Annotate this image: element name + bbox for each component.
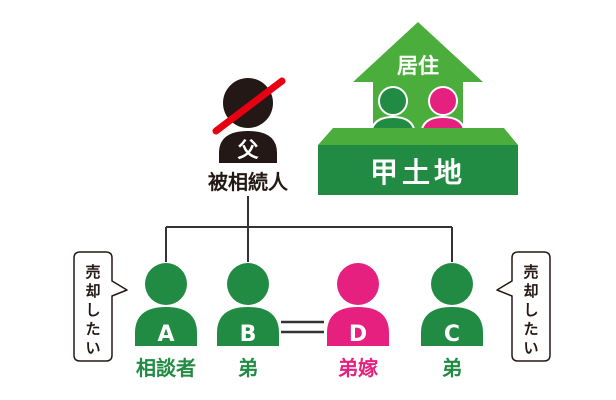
father-caption: 被相続人 — [208, 170, 289, 194]
father-figure: 父 被相続人 — [208, 77, 289, 194]
speech-left-char-4: た — [85, 320, 100, 338]
speech-bubble-right: 売 却 し た い — [496, 251, 551, 362]
family-tree-lines — [165, 196, 453, 262]
land-label: 甲土地 — [370, 156, 466, 189]
person-b-role: 弟 — [238, 356, 258, 380]
house-group: 居住 B D 甲土地 — [318, 22, 518, 195]
father-glyph: 父 — [238, 138, 260, 162]
land-top — [318, 128, 518, 145]
person-c: C 弟 — [421, 263, 483, 380]
house-roof-label: 居住 — [397, 54, 439, 78]
speech-bubble-left: 売 却 し た い — [73, 251, 128, 362]
person-b-letter: B — [240, 322, 257, 347]
speech-right-char-5: い — [523, 339, 538, 357]
land-body — [318, 145, 518, 195]
speech-right-char-3: し — [523, 301, 538, 319]
marriage-link — [281, 320, 324, 334]
speech-left-char-2: 却 — [85, 282, 100, 300]
person-b: B 弟 — [217, 263, 279, 380]
person-d-role: 弟嫁 — [338, 356, 378, 380]
deceased-slash — [212, 77, 286, 135]
speech-right-char-4: た — [523, 320, 538, 338]
person-d: D 弟嫁 — [327, 263, 389, 380]
speech-left-char-3: し — [85, 301, 100, 319]
person-a-letter: A — [157, 322, 174, 347]
speech-right-char-1: 売 — [523, 263, 538, 281]
person-d-letter: D — [349, 322, 367, 347]
person-a-role: 相談者 — [136, 356, 196, 380]
person-c-role: 弟 — [442, 356, 462, 380]
person-a: A 相談者 — [135, 263, 197, 380]
person-c-letter: C — [444, 322, 460, 347]
speech-right-char-2: 却 — [523, 282, 538, 300]
speech-left-char-5: い — [85, 339, 100, 357]
speech-left-char-1: 売 — [85, 263, 100, 281]
